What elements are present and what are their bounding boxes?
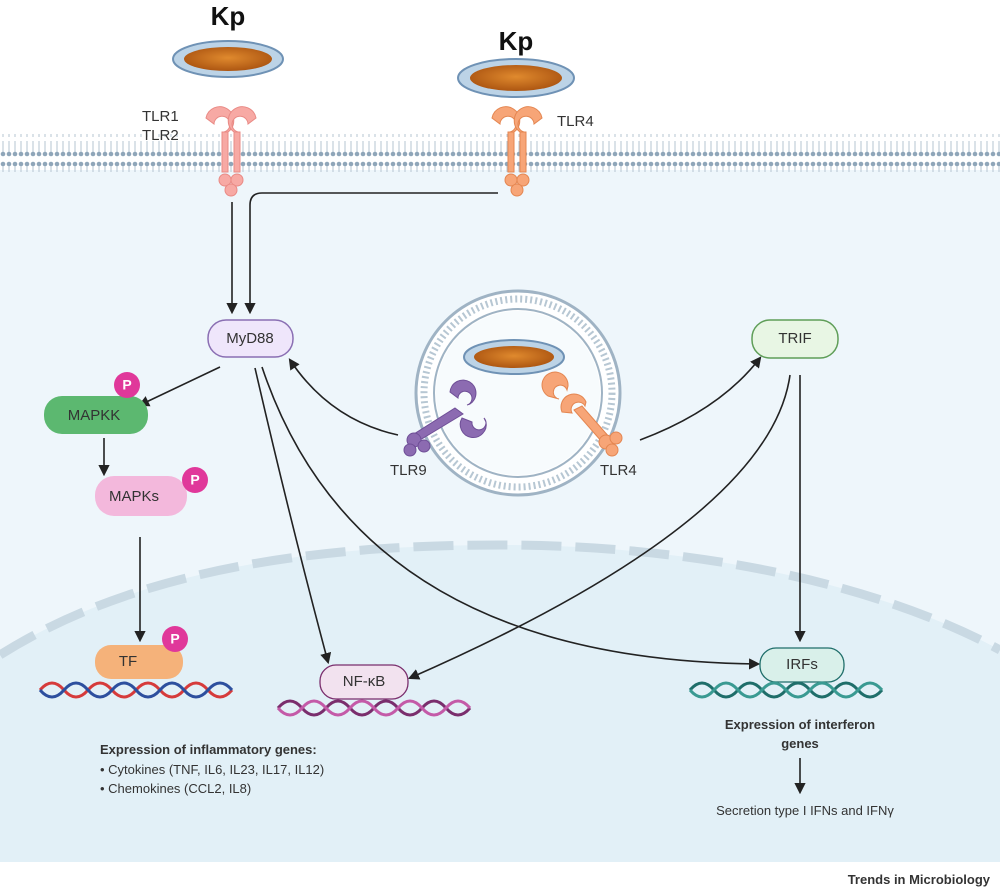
phospho-mapkk-label: P (122, 377, 131, 393)
dna-nfkb-icon (276, 699, 472, 717)
tlr2-label: TLR2 (142, 127, 179, 144)
bacterium-right-icon (457, 58, 575, 98)
nuclear-envelope (0, 540, 1000, 659)
inflammatory-item-cytokines: • Cytokines (TNF, IL6, IL23, IL17, IL12) (100, 762, 324, 777)
bacterium-endosome-icon (463, 339, 565, 375)
dna-tf-icon (38, 681, 234, 699)
inflammatory-item-chemokines: • Chemokines (CCL2, IL8) (100, 781, 251, 796)
mapks-label: MAPKs (109, 488, 159, 505)
arrows (98, 192, 806, 795)
myd88-label: MyD88 (226, 330, 274, 347)
arrow-myd88-irfs (261, 366, 761, 670)
dna-irfs-icon (688, 681, 884, 699)
irfs-node: IRFs (759, 647, 845, 683)
arrow-myd88-nfkb (254, 367, 332, 665)
footer-band (0, 862, 1000, 894)
nucleus (0, 545, 1000, 894)
trif-label: TRIF (778, 330, 811, 347)
tlr4-surface-label: TLR4 (557, 113, 594, 130)
phospho-tf-label: P (170, 631, 179, 647)
irfs-label: IRFs (786, 656, 818, 673)
journal-credit: Trends in Microbiology (848, 872, 991, 887)
inflammatory-title: Expression of inflammatory genes: (100, 742, 317, 757)
tlr4-surface-receptor-icon (491, 106, 543, 197)
arrow-tlr4-myd88 (244, 192, 498, 315)
arrow-tlr9-myd88 (288, 358, 399, 436)
bacterium-left-icon (172, 40, 284, 78)
mapkk-node: MAPKK P (44, 372, 148, 434)
mapkk-label: MAPKK (68, 407, 121, 424)
kp-left-label: Kp (211, 1, 246, 31)
arrow-tlr4-trif (639, 356, 762, 441)
interferon-title-line1: Expression of interferon (725, 717, 875, 732)
trif-node: TRIF (751, 319, 839, 359)
phospho-tf-icon (162, 626, 188, 652)
arrow-trif-nfkb (407, 374, 791, 680)
tlr1-tlr2-receptor-icon (205, 106, 257, 197)
nfkb-label: NF-κB (343, 673, 386, 690)
plasma-membrane (0, 134, 1000, 172)
mapks-node: MAPKs P (95, 467, 208, 516)
arrow-myd88-mapkk (137, 366, 221, 407)
secretion-label: Secretion type I IFNs and IFNγ (716, 803, 894, 818)
tlr9-receptor-icon (403, 379, 487, 457)
myd88-node: MyD88 (207, 319, 294, 358)
phospho-mapks-icon (182, 467, 208, 493)
endosome (414, 289, 622, 497)
tlr4-endosome-receptor-icon (541, 371, 623, 457)
phospho-mapks-label: P (190, 472, 199, 488)
phospho-mapkk-icon (114, 372, 140, 398)
tlr1-label: TLR1 (142, 108, 179, 125)
tf-node: TF P (95, 626, 188, 679)
kp-right-label: Kp (499, 26, 534, 56)
tf-label: TF (119, 653, 137, 670)
tlr4-endosome-label: TLR4 (600, 462, 637, 479)
interferon-title-line2: genes (781, 736, 819, 751)
nfkb-node: NF-κB (319, 664, 409, 700)
tlr9-label: TLR9 (390, 462, 427, 479)
